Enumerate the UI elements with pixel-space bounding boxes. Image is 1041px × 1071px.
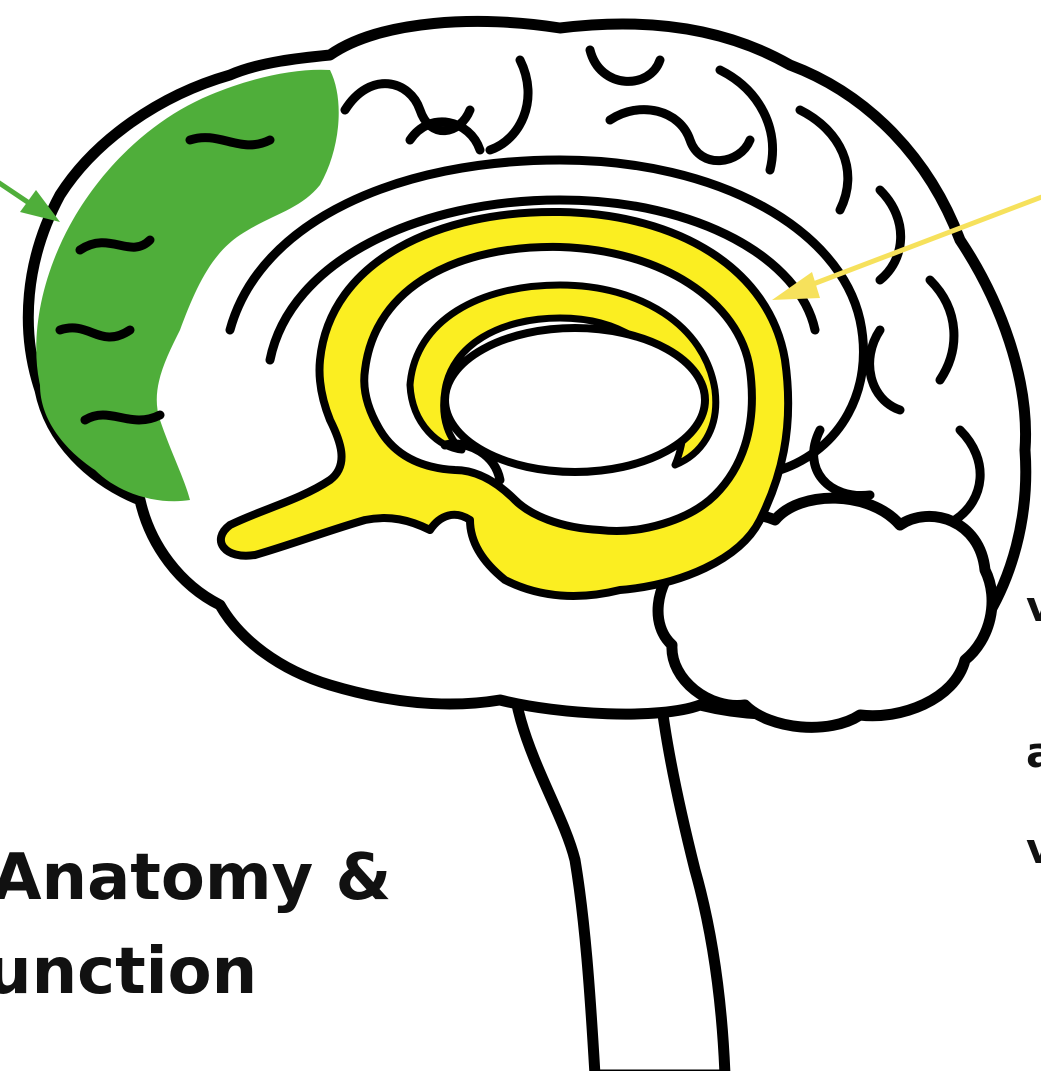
cropped-text-fragment: v bbox=[1026, 586, 1041, 628]
green-arrow bbox=[0, 170, 60, 222]
title-line-1: Anatomy & bbox=[0, 846, 391, 910]
prefrontal-fold bbox=[85, 415, 160, 420]
cropped-text-fragment: v bbox=[1026, 828, 1041, 870]
title-line-2: unction bbox=[0, 940, 257, 1004]
cropped-text-fragment: a bbox=[1026, 732, 1041, 774]
